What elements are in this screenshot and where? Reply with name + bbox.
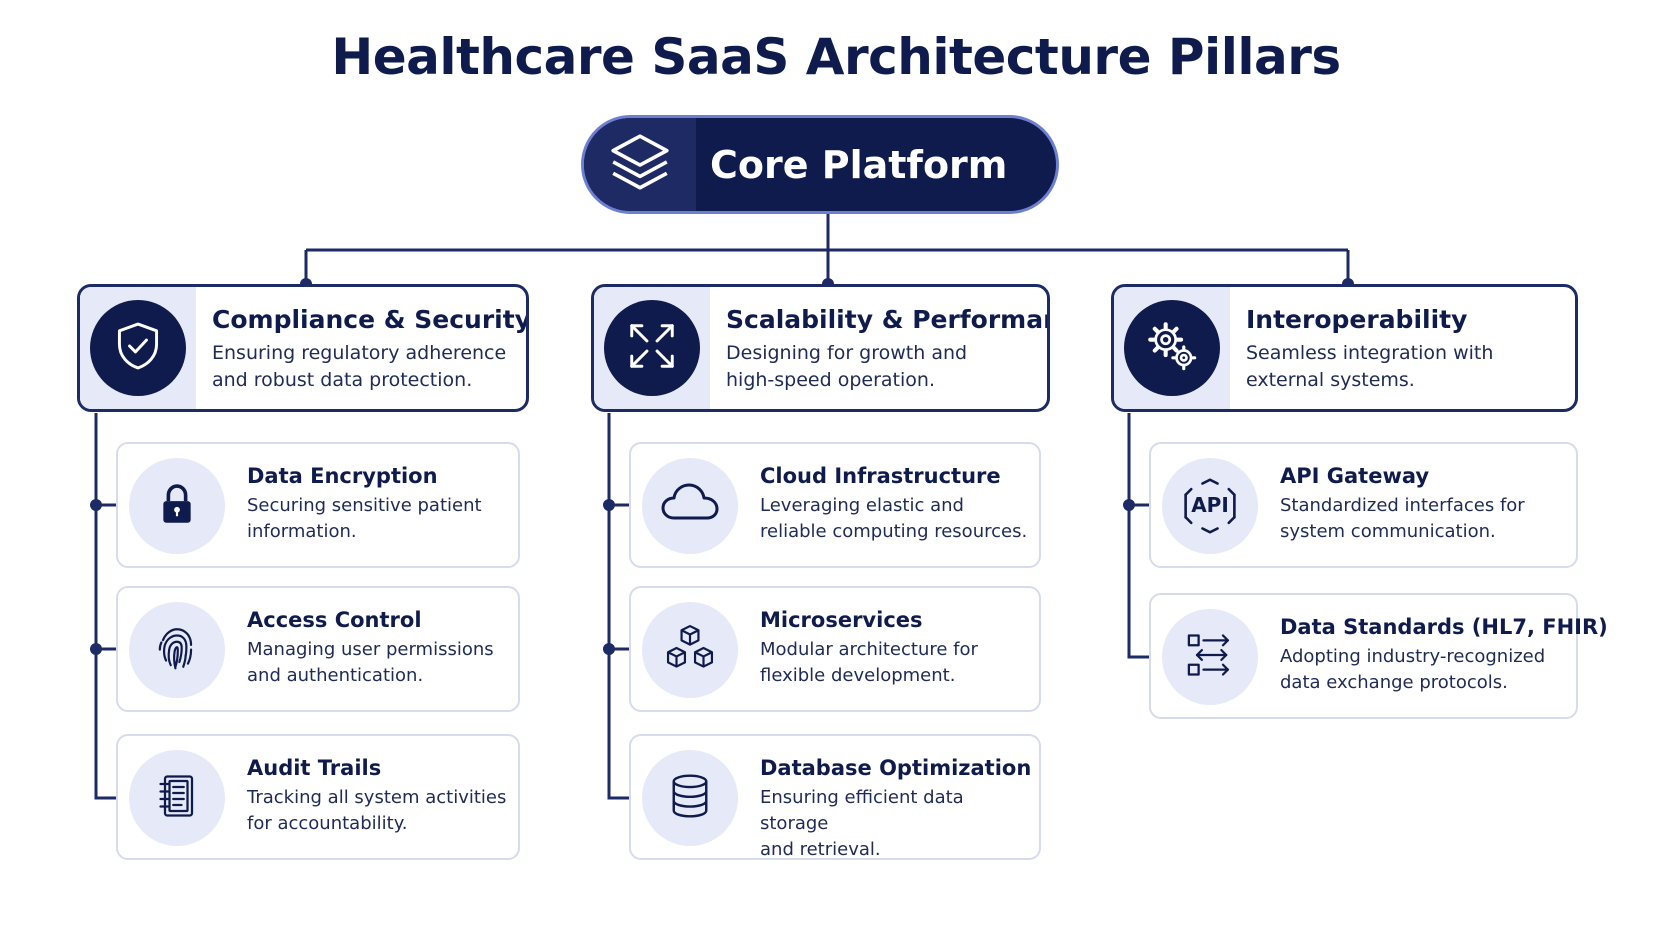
shield-check-icon — [111, 319, 165, 377]
pillar-title: Scalability & Performance — [726, 305, 1047, 334]
card-description: Adopting industry-recognized data exchan… — [1280, 646, 1546, 693]
card-title: Access Control — [247, 608, 422, 632]
layers-icon — [607, 130, 673, 200]
pillar-scalability-performance: Scalability & Performance Designing for … — [591, 284, 1050, 412]
core-platform-label: Core Platform — [710, 142, 1008, 187]
card-title: Microservices — [760, 608, 923, 632]
card-title: API Gateway — [1280, 464, 1430, 488]
pillar-description: Ensuring regulatory adherence and robust… — [212, 342, 507, 391]
card-description: Standardized interfaces for system commu… — [1280, 495, 1525, 542]
card-cloud-infrastructure: Cloud Infrastructure Leveraging elastic … — [629, 442, 1041, 568]
card-data-encryption: Data Encryption Securing sensitive patie… — [116, 442, 520, 568]
card-description: Managing user permissions and authentica… — [247, 639, 494, 686]
card-description: Securing sensitive patient information. — [247, 495, 482, 542]
card-description: Ensuring efficient data storage and retr… — [760, 787, 964, 860]
pillar-interoperability: Interoperability Seamless integration wi… — [1111, 284, 1578, 412]
fingerprint-icon — [152, 623, 202, 677]
pillar-title: Interoperability — [1246, 305, 1468, 334]
card-description: Tracking all system activities for accou… — [247, 787, 507, 834]
card-data-standards: Data Standards (HL7, FHIR) Adopting indu… — [1149, 593, 1608, 719]
card-title: Data Encryption — [247, 464, 438, 488]
pillar-title: Compliance & Security — [212, 305, 529, 334]
cubes-icon — [663, 621, 717, 679]
card-description: Leveraging elastic and reliable computin… — [760, 495, 1028, 542]
pillar-description: Designing for growth and high-speed oper… — [726, 342, 968, 391]
card-description: Modular architecture for flexible develo… — [760, 639, 978, 686]
api-icon-label: API — [1191, 493, 1229, 517]
card-title: Audit Trails — [247, 756, 382, 780]
notebook-icon — [153, 772, 201, 824]
database-icon — [664, 770, 716, 826]
card-audit-trails: Audit Trails Tracking all system activit… — [116, 734, 520, 860]
page-title: Healthcare SaaS Architecture Pillars — [331, 28, 1341, 86]
card-database-optimization: Database Optimization Ensuring efficient… — [629, 734, 1041, 860]
card-title: Data Standards (HL7, FHIR) — [1280, 615, 1608, 639]
card-api-gateway: API API Gateway Standardized interfaces … — [1149, 442, 1578, 568]
pillar-description: Seamless integration with external syste… — [1246, 342, 1494, 391]
data-flow-icon — [1184, 629, 1236, 685]
lock-icon — [154, 481, 200, 531]
core-platform-node: Core Platform — [581, 115, 1059, 214]
card-microservices: Microservices Modular architecture for f… — [629, 586, 1041, 712]
pillar-compliance-security: Compliance & Security Ensuring regulator… — [77, 284, 529, 412]
expand-arrows-icon — [625, 319, 679, 377]
cloud-icon — [658, 472, 722, 540]
card-access-control: Access Control Managing user permissions… — [116, 586, 520, 712]
card-title: Database Optimization — [760, 756, 1032, 780]
gears-icon — [1143, 317, 1201, 379]
api-icon: API — [1180, 476, 1240, 536]
card-title: Cloud Infrastructure — [760, 464, 1001, 488]
